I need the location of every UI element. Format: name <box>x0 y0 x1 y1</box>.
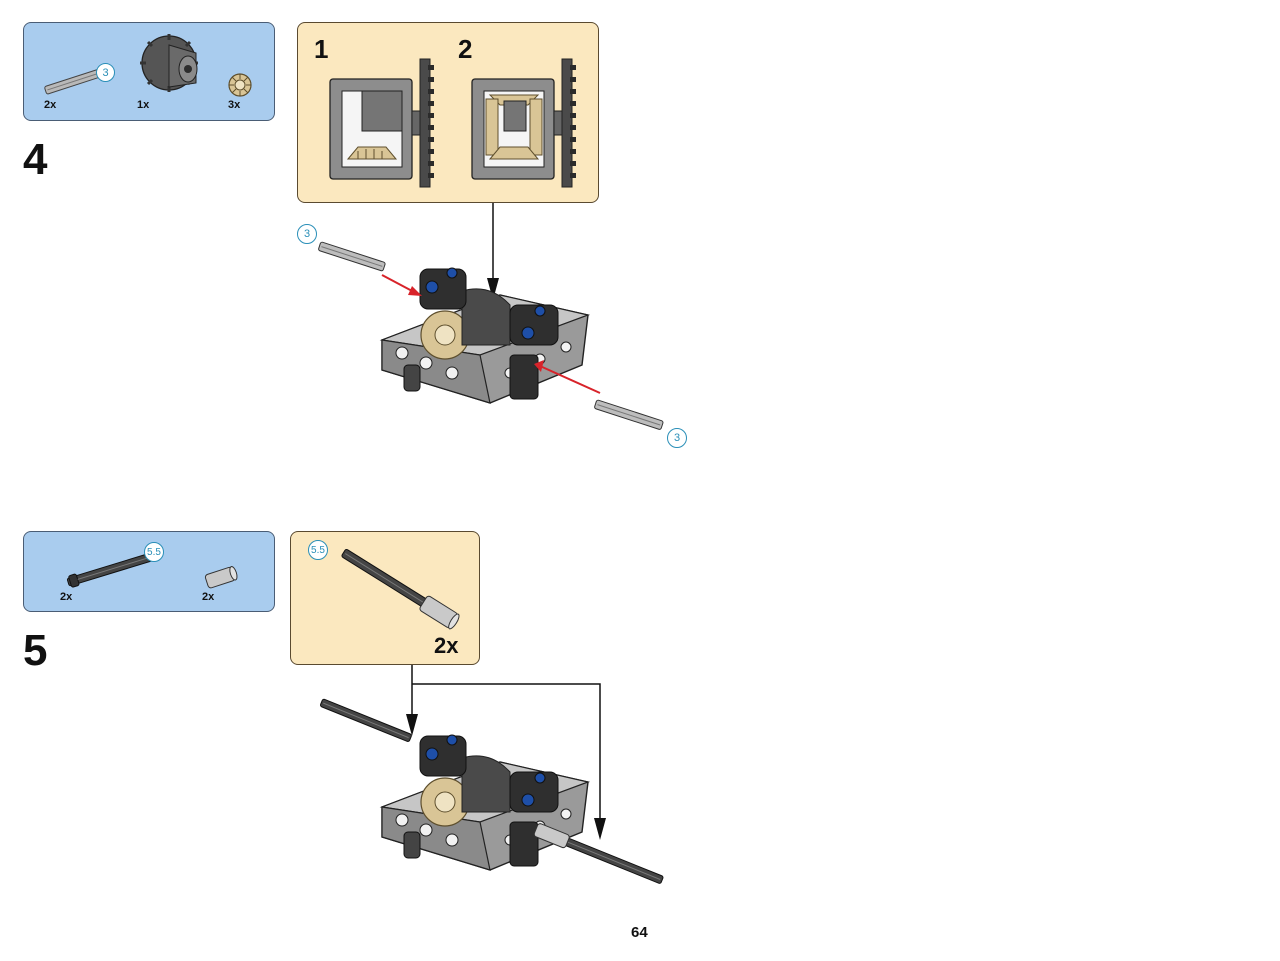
axle-with-stop-part-icon <box>66 551 160 588</box>
differential-quantity: 1x <box>137 99 150 111</box>
axle-connector-quantity: 2x <box>202 591 215 603</box>
step4-parts-list: 3 2x 1x 3x <box>23 22 275 121</box>
axle-quantity: 2x <box>44 99 57 111</box>
substep-2-number: 2 <box>458 34 473 64</box>
step5-main-model <box>379 734 591 871</box>
callout-length-badge: 5.5 <box>308 540 328 560</box>
axle-with-stop-quantity: 2x <box>60 591 73 603</box>
step4-axle-right-badge: 3 <box>667 428 687 448</box>
step5-number: 5 <box>23 626 48 675</box>
step4-number: 4 <box>23 135 48 184</box>
page-number: 64 <box>631 924 648 941</box>
substep-1-illustration <box>329 58 434 188</box>
step5-subassembly-callout: 5.5 2x <box>290 531 480 665</box>
substep-1-number: 1 <box>314 34 329 64</box>
step4-subassembly-callout: 1 2 <box>297 22 599 203</box>
bevel-gear-part-icon <box>228 73 252 97</box>
bevel-gear-quantity: 3x <box>228 99 241 111</box>
substep-2-illustration <box>471 58 576 188</box>
axle-length-badge: 3 <box>96 63 115 82</box>
callout-quantity: 2x <box>434 633 459 658</box>
differential-part-icon <box>140 34 198 92</box>
step5-parts-list: 5.5 2x 2x <box>23 531 275 612</box>
step4-axle-left-badge: 3 <box>297 224 317 244</box>
callout-axle-assembly-illustration <box>341 548 460 630</box>
axle-connector-part-icon <box>204 566 238 589</box>
axle-with-stop-length-badge: 5.5 <box>144 542 164 562</box>
